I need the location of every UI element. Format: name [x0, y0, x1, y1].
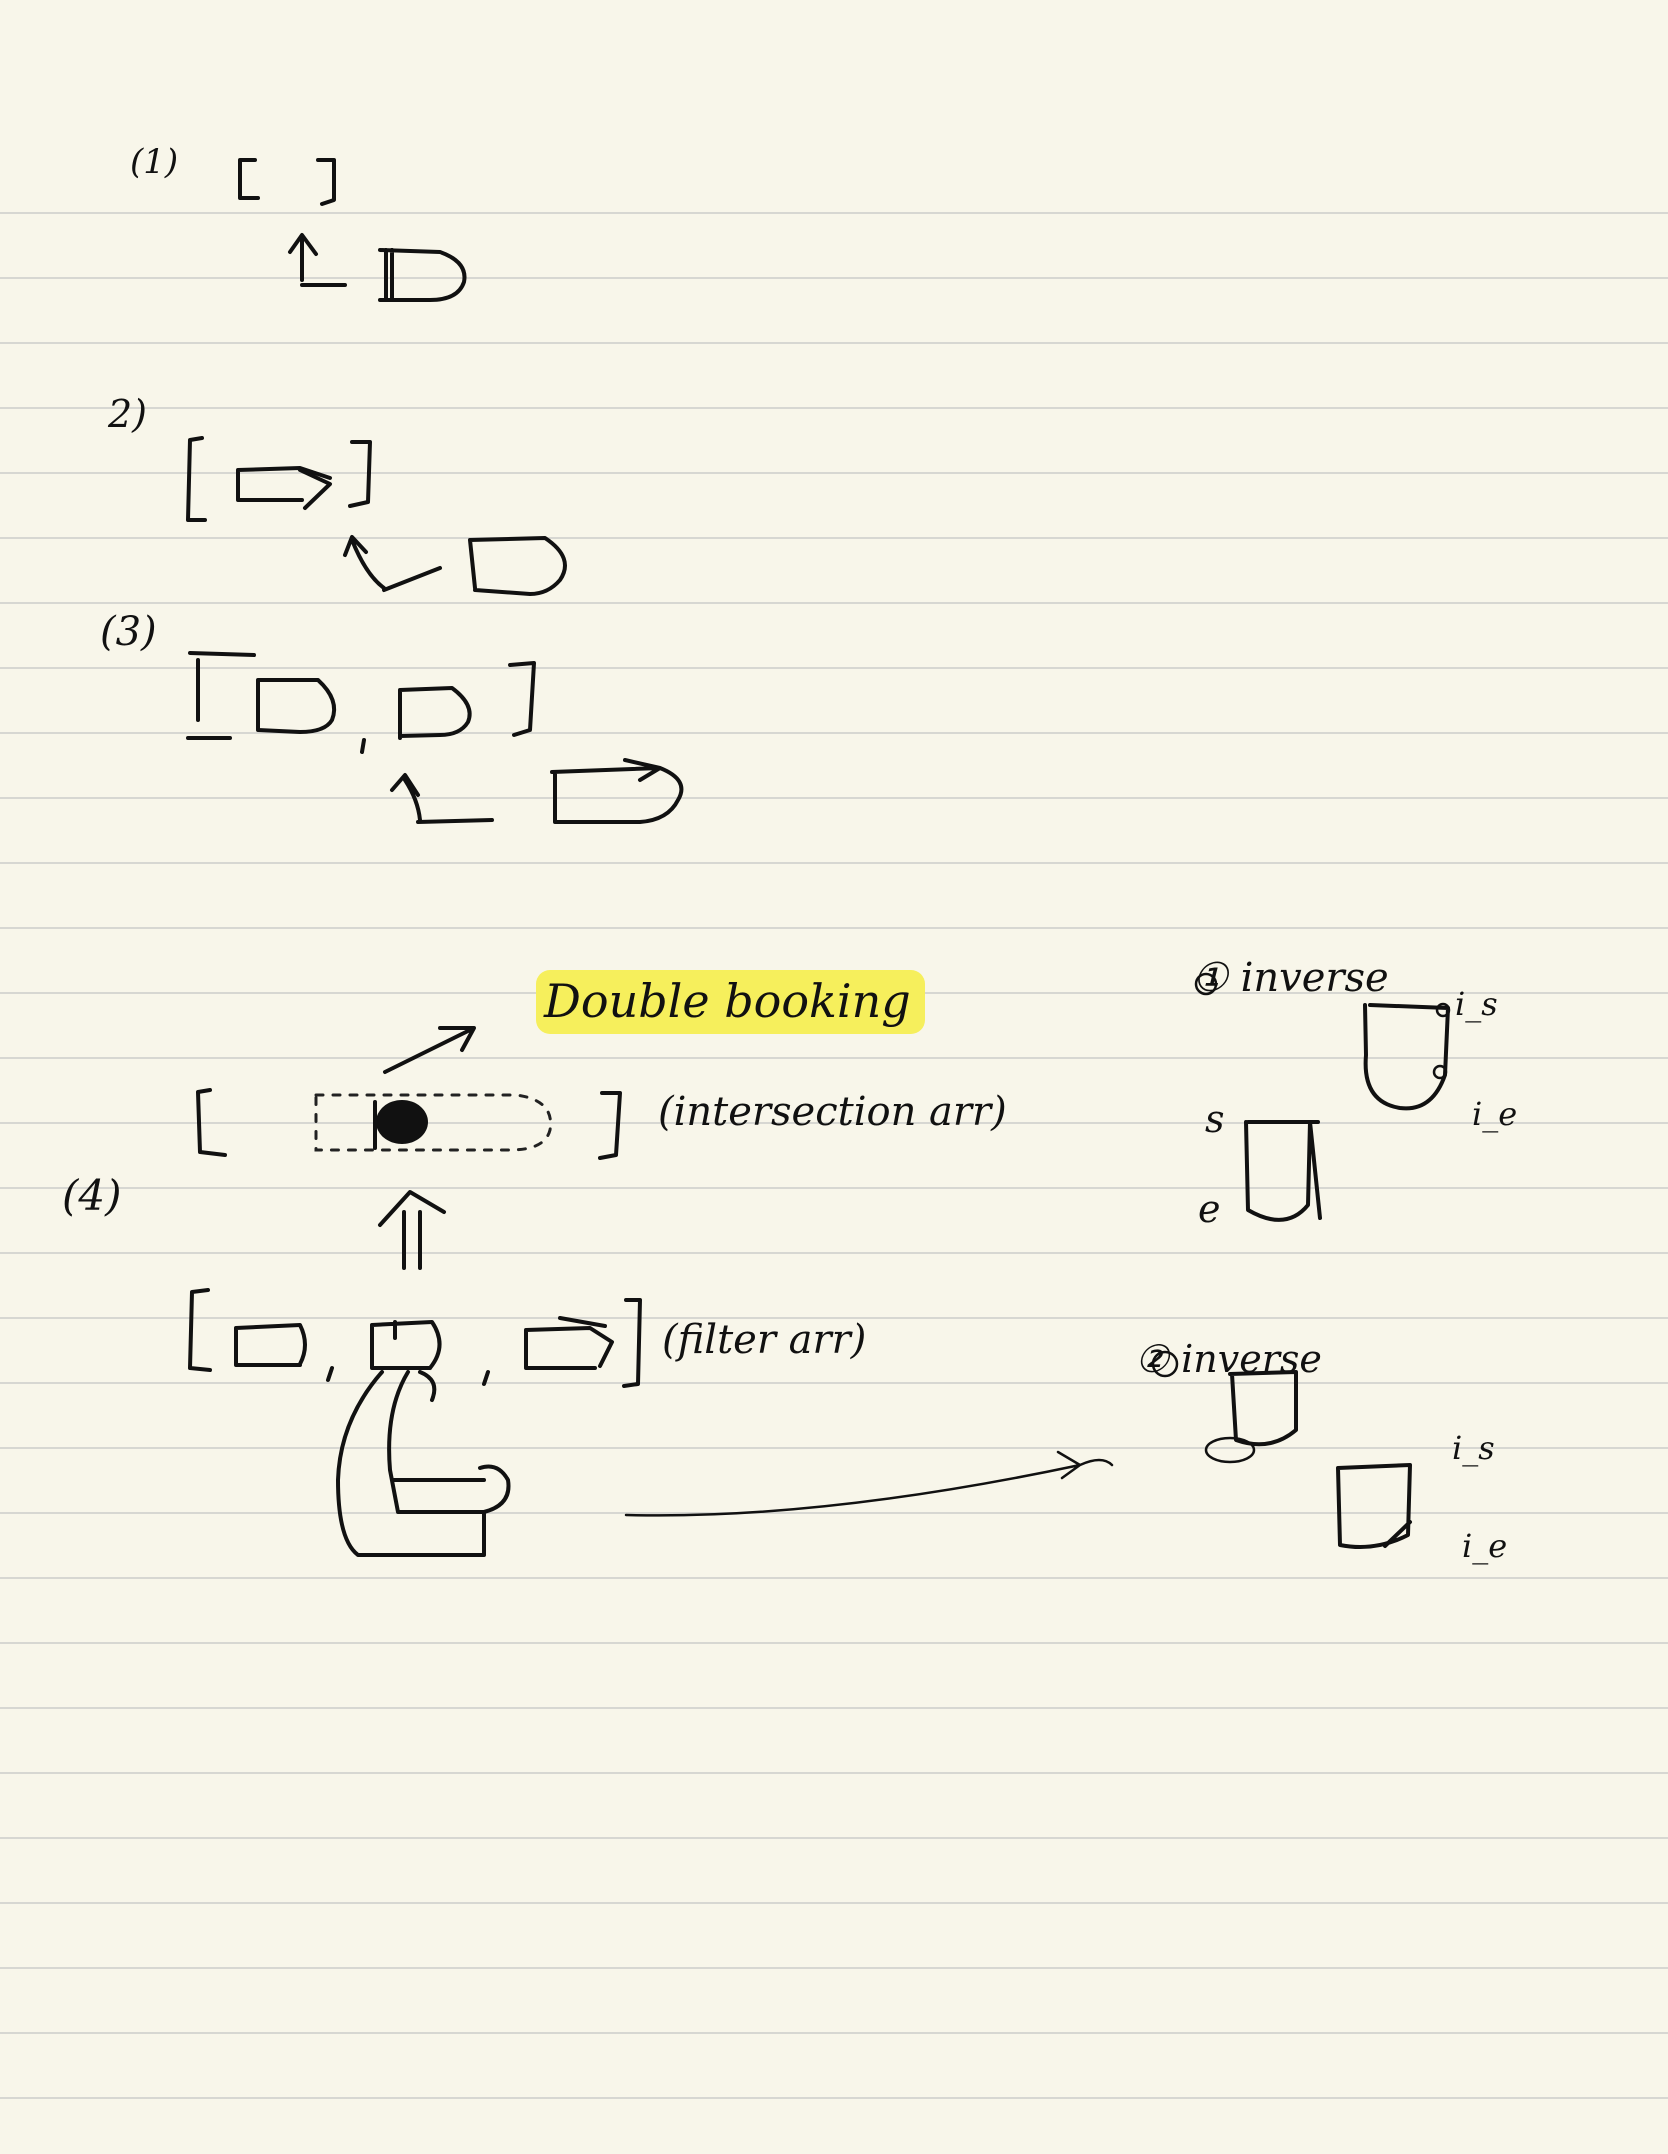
overlap-blob-icon — [376, 1100, 428, 1144]
case1-label: ① inverse — [1192, 955, 1389, 1001]
step3-sketch — [186, 651, 684, 824]
case2-i-s-label: i_s — [1452, 1429, 1495, 1467]
case2-i-e-label: i_e — [1462, 1527, 1508, 1565]
case1-e-label: e — [1198, 1187, 1221, 1231]
case1-sketch — [1194, 972, 1451, 1222]
highlighted-text: Double booking — [536, 970, 925, 1034]
case1-i-e-label: i_e — [1472, 1095, 1518, 1133]
case2-label: ② inverse — [1135, 1337, 1322, 1381]
double-booking-note: Double booking — [536, 970, 925, 1034]
ruled-lines — [0, 212, 1668, 2099]
intersection-sketch — [196, 1026, 622, 1160]
step3-label: (3) — [100, 609, 157, 655]
case1-s-label: s — [1205, 1097, 1225, 1141]
intersection-arr-label: (intersection arr) — [658, 1089, 1007, 1135]
step2-label: 2) — [108, 392, 148, 436]
step4-label: (4) — [62, 1171, 122, 1220]
step2-sketch — [186, 436, 567, 596]
case1-i-s-label: i_s — [1455, 985, 1498, 1023]
filter-arr-label: (filter arr) — [662, 1317, 867, 1363]
case2-sketch — [1151, 1350, 1412, 1549]
step4-sketch — [188, 1190, 1114, 1557]
step1-label: (1) — [130, 142, 179, 182]
step1-sketch — [238, 158, 467, 302]
